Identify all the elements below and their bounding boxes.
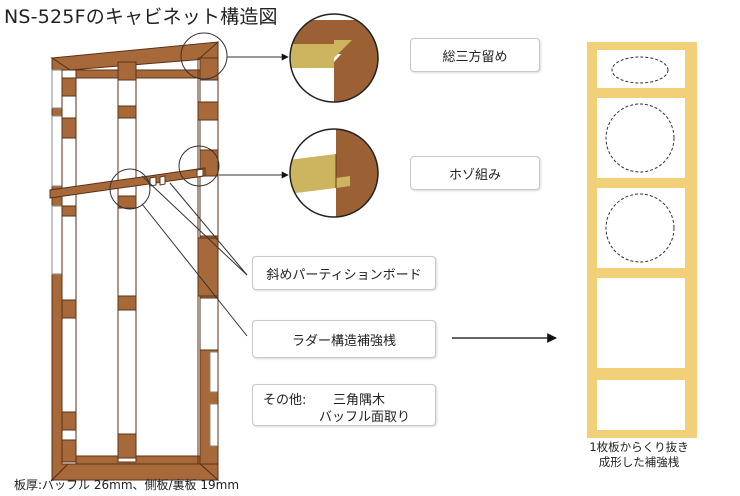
ladder-caption-line2: 成形した補強桟 bbox=[598, 455, 680, 469]
ladder-brace bbox=[587, 42, 697, 438]
leader-lines bbox=[109, 32, 557, 343]
ladder-caption-line1: 1枚板からくり抜き bbox=[589, 440, 689, 454]
ladder-caption: 1枚板からくり抜き 成形した補強桟 bbox=[574, 440, 704, 470]
miter-joint-zoom bbox=[289, 13, 379, 103]
page-title: NS-525Fのキャビネット構造図 bbox=[4, 6, 278, 28]
other-key: その他: bbox=[263, 393, 307, 408]
label-miter-joint: 総三方留め bbox=[410, 38, 540, 72]
label-slanted-partition: 斜めパーティションボード bbox=[252, 256, 436, 290]
label-mortise-joint: ホゾ組み bbox=[410, 156, 540, 190]
label-ladder-brace: ラダー構造補強桟 bbox=[252, 320, 436, 358]
slanted-partition bbox=[49, 167, 206, 199]
cabinet-cross-section bbox=[49, 40, 220, 482]
board-thickness-note: 板厚:バッフル 26mm、側板/裏板 19mm bbox=[14, 478, 240, 492]
label-other-features: その他: 三角隅木 バッフル面取り bbox=[252, 384, 436, 426]
other-item-corner-block: 三角隅木 bbox=[333, 393, 386, 408]
mortise-joint-zoom bbox=[289, 128, 379, 218]
other-item-baffle-chamfer: バッフル面取り bbox=[319, 410, 411, 425]
